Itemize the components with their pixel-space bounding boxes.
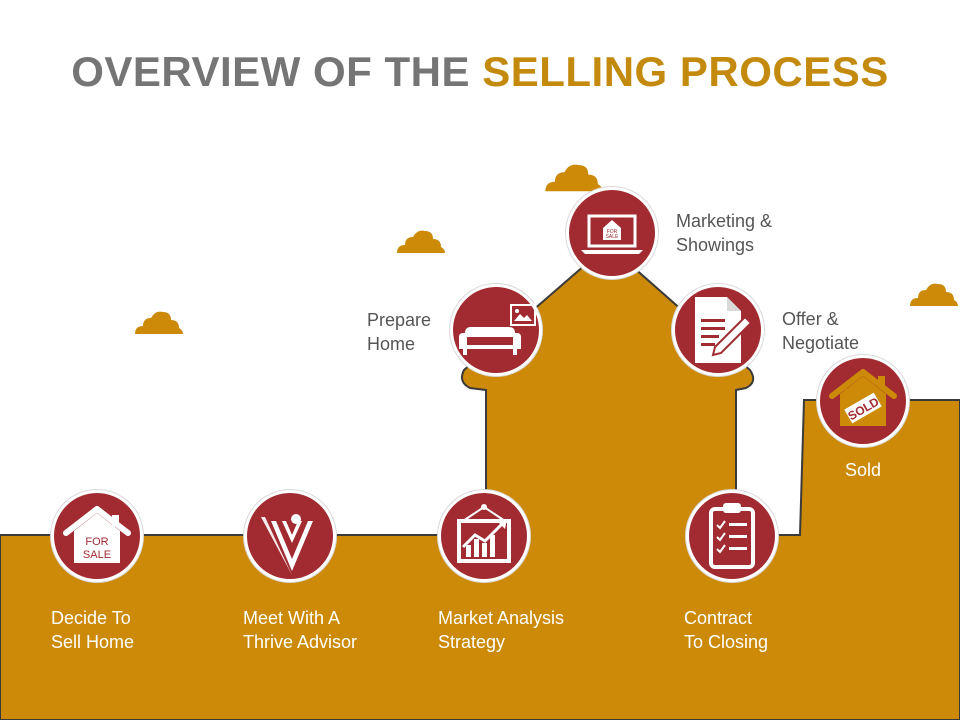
advisor-logo-icon [261, 514, 313, 575]
title-part-1: OVERVIEW OF THE [71, 48, 471, 95]
clipboard-checklist-icon [709, 503, 755, 569]
step-node-decide-to-sell: FOR SALE [51, 490, 143, 582]
icon-text-for-sale: FOR [85, 536, 108, 548]
cloud-icon [545, 164, 603, 192]
document-pen-icon [695, 297, 753, 363]
icon-text-for-sale: FOR [607, 229, 618, 235]
step-label-prepare-home: Prepare Home [367, 310, 432, 354]
step-label-meet-advisor: Meet With A Thrive Advisor [243, 608, 358, 652]
step-node-meet-advisor [244, 490, 336, 582]
step-label-market-analysis: Market Analysis Strategy [438, 608, 565, 652]
step-node-marketing-showings: FOR SALE [566, 187, 658, 279]
step-node-contract-closing [686, 490, 778, 582]
step-label-decide-to-sell: Decide To Sell Home [51, 608, 135, 652]
cloud-icon [135, 311, 183, 334]
step-label-offer-negotiate: Offer & Negotiate [782, 309, 860, 353]
market-chart-icon [457, 504, 511, 563]
page-title: OVERVIEW OF THE SELLING PROCESS [0, 48, 960, 96]
sold-house-icon: SOLD [829, 369, 897, 426]
step-node-sold: SOLD [817, 355, 909, 447]
step-label-sold: Sold [845, 460, 882, 480]
step-node-market-analysis [438, 490, 530, 582]
title-part-2: SELLING PROCESS [482, 48, 889, 95]
icon-text-for-sale: SALE [606, 234, 619, 240]
sofa-picture-icon [459, 304, 536, 355]
icon-text-for-sale: SALE [83, 549, 111, 561]
step-label-marketing-showings: Marketing & Showings [676, 211, 773, 255]
step-node-offer-negotiate [672, 284, 764, 376]
for-sale-house-icon: FOR SALE [63, 506, 131, 563]
step-node-prepare-home [450, 284, 542, 376]
laptop-for-sale-icon: FOR SALE [581, 214, 643, 254]
cloud-icon [397, 230, 445, 253]
cloud-icon [910, 283, 958, 306]
step-label-contract-closing: Contract To Closing [684, 608, 769, 652]
